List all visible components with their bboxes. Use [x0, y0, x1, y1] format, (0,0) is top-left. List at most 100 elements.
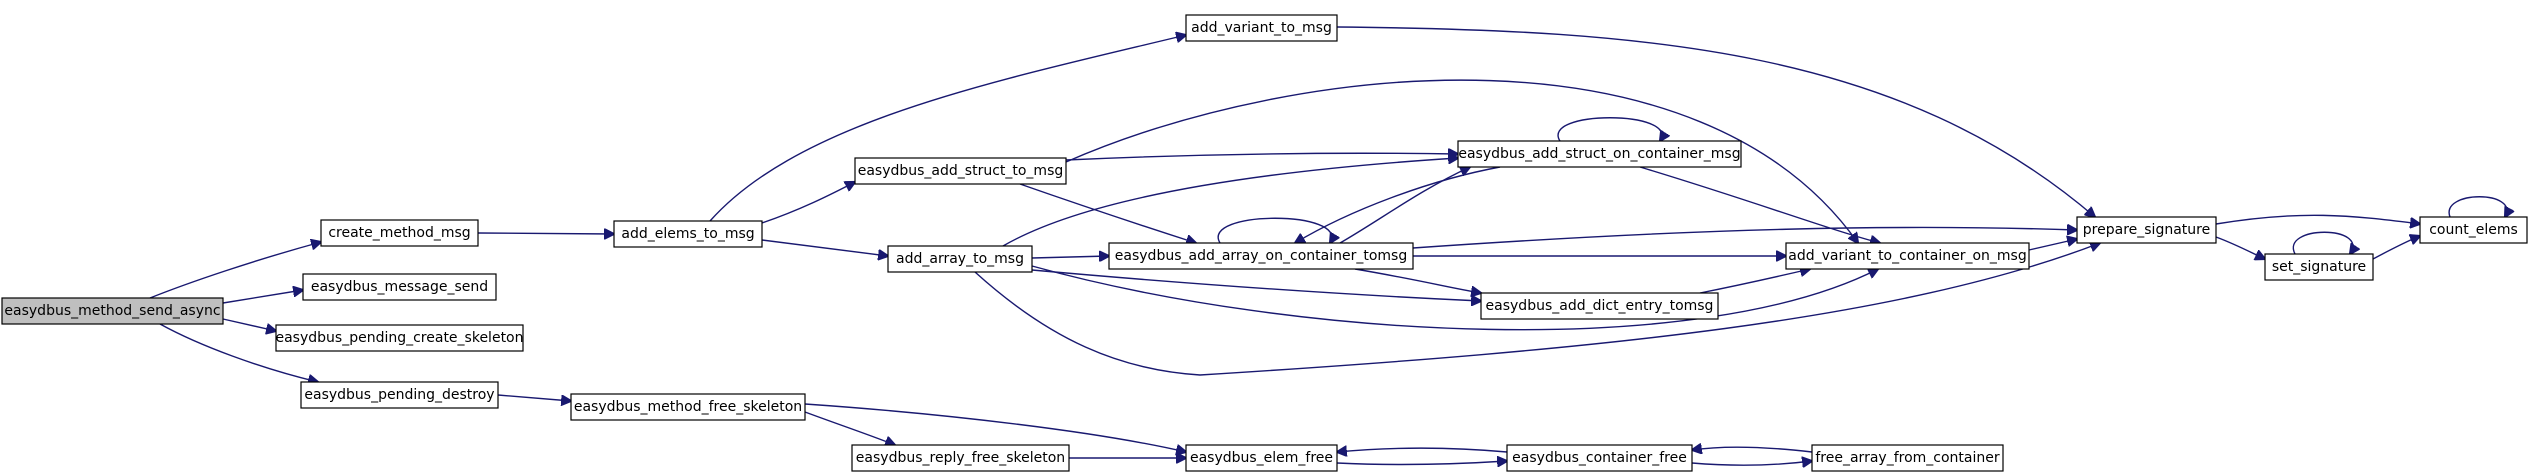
node-label: easydbus_add_array_on_container_tomsg — [1115, 248, 1407, 264]
edge-arrow — [1336, 26, 2095, 217]
edge-arrow — [1065, 153, 1458, 161]
edge-n9-n9 — [1557, 117, 1662, 141]
edge-arrow — [1337, 448, 1508, 452]
edge-arrow — [1339, 167, 1470, 244]
node-easydbus-message-send[interactable]: easydbus_message_send — [302, 273, 497, 301]
node-easydbus-container-free[interactable]: easydbus_container_free — [1506, 444, 1693, 472]
node-label: easydbus_method_send_async — [4, 303, 220, 319]
edge-arrow — [1412, 227, 2077, 249]
node-easydbus-pending-create-skeleton[interactable]: easydbus_pending_create_skeleton — [275, 324, 524, 352]
edge-arrow — [1336, 461, 1507, 464]
edge-arrow — [804, 411, 895, 445]
node-easydbus-add-struct-on-container-msg[interactable]: easydbus_add_struct_on_container_msg — [1457, 140, 1742, 168]
edge-n8-n10 — [1031, 256, 1109, 258]
node-label: easydbus_add_struct_to_msg — [858, 163, 1064, 179]
edge-n10-n13 — [1412, 227, 2077, 249]
edge-n7-n10 — [1019, 183, 1196, 243]
edge-arrow — [159, 323, 318, 382]
edge-n13-n14 — [2215, 236, 2265, 259]
node-prepare-signature[interactable]: prepare_signature — [2076, 216, 2217, 244]
node-easydbus-add-array-on-container-tomsg[interactable]: easydbus_add_array_on_container_tomsg — [1108, 242, 1414, 270]
edge-arrow — [2292, 231, 2353, 254]
nodes-layer: easydbus_method_send_async create_method… — [1, 14, 2528, 472]
edge-n12-n13 — [2028, 239, 2077, 251]
edge-n7-n12 — [1065, 79, 1858, 243]
edge-arrow — [761, 182, 855, 224]
node-easydbus-method-free-skeleton[interactable]: easydbus_method_free_skeleton — [570, 393, 806, 421]
edge-arrow — [761, 239, 888, 256]
node-label: add_elems_to_msg — [621, 226, 754, 242]
edge-n19-n20 — [1691, 461, 1812, 465]
edge-arrow — [709, 35, 1186, 222]
edge-n8-n11 — [1031, 269, 1481, 301]
edge-arrow — [1691, 461, 1812, 465]
edge-arrow — [1065, 79, 1858, 243]
edge-n16-n18 — [804, 403, 1186, 452]
edge-n6-n13 — [1336, 26, 2095, 217]
edge-arrow — [222, 290, 303, 304]
node-free-array-from-container[interactable]: free_array_from_container — [1811, 444, 2004, 472]
node-set-signature[interactable]: set_signature — [2264, 253, 2374, 281]
edge-arrow — [1354, 268, 1481, 293]
edge-n14-n14 — [2292, 231, 2353, 254]
node-easydbus-add-dict-entry-tomsg[interactable]: easydbus_add_dict_entry_tomsg — [1480, 292, 1719, 320]
edge-n5-n6 — [709, 35, 1186, 222]
edge-arrow — [1019, 183, 1196, 243]
edge-n10-n9 — [1339, 167, 1470, 244]
edge-n0-n2 — [222, 290, 303, 304]
edge-arrow — [974, 243, 2100, 376]
edge-arrow — [222, 318, 276, 331]
edge-n16-n17 — [804, 411, 895, 445]
node-count-elems[interactable]: count_elems — [2419, 216, 2528, 244]
edge-arrow — [1639, 166, 1880, 243]
node-label: easydbus_message_send — [311, 279, 488, 295]
node-label: easydbus_pending_create_skeleton — [275, 330, 523, 346]
node-label: easydbus_add_dict_entry_tomsg — [1486, 298, 1714, 314]
edge-arrow — [1217, 217, 1332, 243]
edge-arrow — [1557, 117, 1662, 141]
node-easydbus-reply-free-skeleton[interactable]: easydbus_reply_free_skeleton — [851, 444, 1070, 472]
edge-n1-n5 — [477, 233, 614, 234]
node-label: count_elems — [2429, 222, 2518, 238]
edge-n4-n16 — [497, 394, 571, 401]
edge-n9-n12 — [1639, 166, 1880, 243]
edge-arrow — [497, 394, 571, 401]
node-add-elems-to-msg[interactable]: add_elems_to_msg — [613, 220, 763, 248]
node-easydbus-elem-free[interactable]: easydbus_elem_free — [1185, 444, 1338, 472]
edge-arrow — [2448, 196, 2507, 217]
edge-n13-n15 — [2215, 214, 2420, 224]
edge-n7-n9 — [1065, 153, 1458, 161]
edge-arrow — [2028, 239, 2077, 251]
node-label: add_array_to_msg — [896, 251, 1024, 267]
edge-arrow — [1031, 256, 1109, 258]
edge-n14-n15 — [2372, 236, 2420, 260]
node-label: easydbus_pending_destroy — [304, 387, 494, 403]
node-create-method-msg[interactable]: create_method_msg — [320, 219, 479, 247]
edge-n10-n10 — [1217, 217, 1332, 243]
edge-n0-n3 — [222, 318, 276, 331]
edge-arrow — [2215, 236, 2265, 259]
node-add-variant-to-container-on-msg[interactable]: add_variant_to_container_on_msg — [1785, 242, 2030, 270]
node-add-array-to-msg[interactable]: add_array_to_msg — [887, 245, 1033, 273]
edge-arrow — [1002, 158, 1458, 247]
edge-arrow — [2372, 236, 2420, 260]
edge-n5-n8 — [761, 239, 888, 256]
edge-n20-n19 — [1692, 447, 1813, 452]
node-easydbus-pending-destroy[interactable]: easydbus_pending_destroy — [300, 381, 499, 409]
edge-arrow — [149, 242, 321, 299]
node-add-variant-to-msg[interactable]: add_variant_to_msg — [1185, 14, 1338, 42]
edge-arrow — [804, 403, 1186, 452]
node-easydbus-add-struct-to-msg[interactable]: easydbus_add_struct_to_msg — [854, 157, 1067, 185]
edge-n0-n1 — [149, 242, 321, 299]
edge-n8-n9 — [1002, 158, 1458, 247]
node-label: easydbus_container_free — [1512, 450, 1687, 466]
edge-arrow — [1295, 166, 1501, 243]
node-label: easydbus_elem_free — [1190, 450, 1333, 466]
edge-arrow — [2215, 214, 2420, 224]
node-label: easydbus_add_struct_on_container_msg — [1458, 146, 1740, 162]
node-label: free_array_from_container — [1815, 450, 1999, 466]
edge-n10-n11 — [1354, 268, 1481, 293]
node-easydbus-method-send-async[interactable]: easydbus_method_send_async — [1, 297, 224, 325]
node-label: add_variant_to_container_on_msg — [1788, 248, 2026, 264]
